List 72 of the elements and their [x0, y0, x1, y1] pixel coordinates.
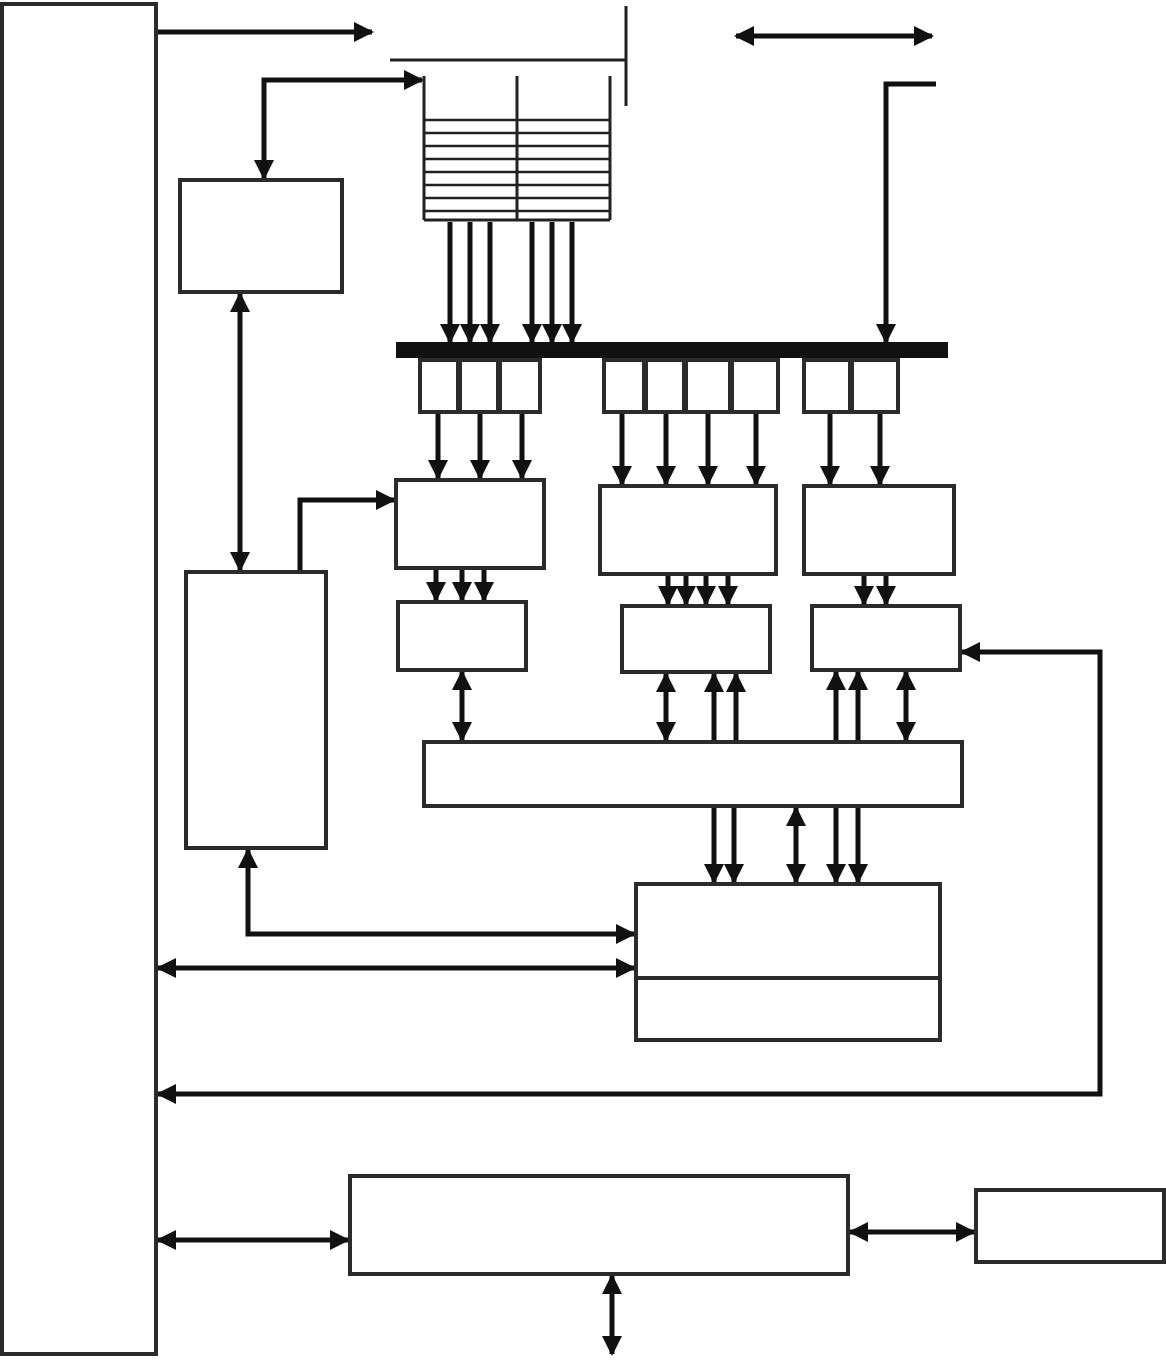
block-box	[184, 570, 328, 850]
arrow	[297, 490, 396, 570]
arrow	[656, 672, 676, 742]
arrow	[848, 808, 868, 884]
arrow	[820, 414, 840, 486]
block-box	[634, 882, 942, 980]
arrow	[238, 848, 636, 944]
block-box	[178, 178, 344, 294]
arrow	[480, 222, 500, 344]
arrow	[848, 670, 868, 740]
block-box	[396, 600, 528, 672]
arrow	[512, 414, 532, 480]
arrow	[786, 806, 806, 884]
arrow	[896, 670, 916, 742]
arrow	[156, 1230, 350, 1250]
block-box	[802, 484, 956, 576]
arrow	[876, 81, 936, 344]
arrow	[542, 222, 562, 344]
arrow	[704, 672, 724, 740]
arrow	[726, 672, 746, 740]
arrow	[428, 414, 448, 480]
arrow	[676, 576, 696, 606]
arrow	[612, 414, 632, 486]
arrow	[696, 576, 716, 606]
arrow	[848, 1222, 976, 1242]
arrow	[426, 570, 446, 602]
arrow	[440, 222, 460, 344]
register-stack-drawing	[422, 76, 612, 222]
block-box	[598, 484, 778, 576]
arrow	[602, 1274, 622, 1356]
block-box	[348, 1174, 850, 1276]
tall-block	[0, 2, 158, 1356]
wide-block	[422, 740, 964, 808]
arrow	[826, 670, 846, 740]
arrow	[658, 576, 678, 606]
arrow	[698, 414, 718, 486]
block-box	[498, 358, 542, 414]
arrow	[158, 22, 374, 42]
block-box	[644, 358, 686, 414]
block-box	[974, 1188, 1166, 1264]
arrow	[746, 414, 766, 486]
arrow	[826, 808, 846, 884]
arrow	[452, 670, 472, 742]
block-box	[620, 604, 772, 674]
arrow	[854, 576, 874, 606]
bus-bar	[396, 342, 948, 358]
arrow	[562, 222, 582, 344]
arrow	[474, 570, 494, 602]
block-box	[602, 358, 646, 414]
arrow	[656, 414, 676, 486]
block-box	[810, 604, 962, 672]
arrow	[156, 642, 1103, 1104]
arrow	[876, 576, 896, 606]
block-box	[394, 478, 546, 570]
arrow	[452, 570, 472, 602]
arrow	[470, 414, 490, 480]
arrow	[522, 222, 542, 344]
arrow	[156, 958, 636, 978]
block-box	[802, 358, 852, 414]
arrow	[870, 414, 890, 486]
arrow	[230, 292, 250, 572]
arrow	[254, 70, 424, 180]
block-box	[684, 358, 732, 414]
arrow	[460, 222, 480, 344]
arrow	[724, 808, 744, 884]
block-box	[634, 976, 942, 1042]
block-box	[850, 358, 900, 414]
block-box	[418, 358, 460, 414]
block-box	[730, 358, 780, 414]
block-box	[458, 358, 500, 414]
arrow	[718, 576, 738, 606]
arrow	[704, 808, 724, 884]
